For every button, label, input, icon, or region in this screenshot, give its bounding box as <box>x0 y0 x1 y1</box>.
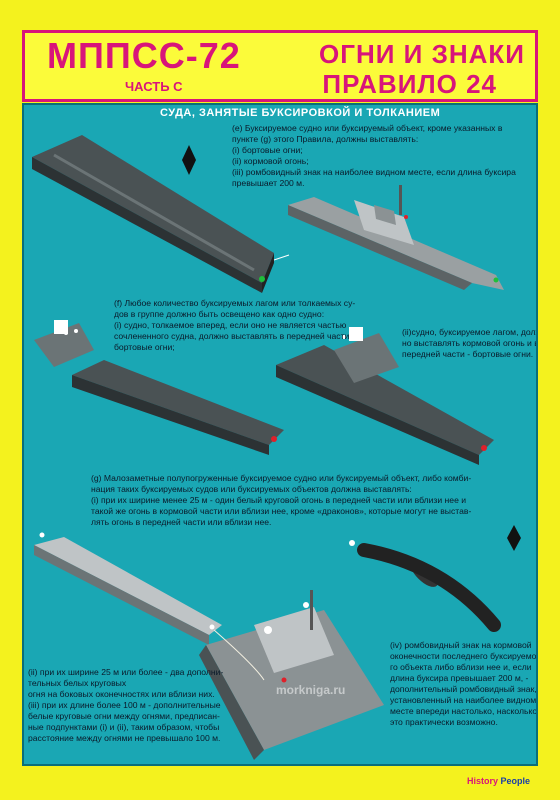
text-line: (ii)судно, буксируемое лагом, долж- <box>402 327 538 337</box>
text-line: месте впереди настолько, насколько <box>390 706 538 716</box>
text-line: сочлененного судна, должно выставлять в … <box>114 331 350 341</box>
dracone-object <box>349 540 501 632</box>
text-line: ные подпунктами (i) и (ii), таким образо… <box>28 722 220 732</box>
rule-24-g-text: (g) Малозаметные полупогруженные буксиру… <box>91 473 471 528</box>
text-line: но выставлять кормовой огонь и в <box>402 338 538 348</box>
text-line: (i) бортовые огни; <box>232 145 303 155</box>
page-title: МППСС-72 <box>47 35 241 76</box>
rule-24-g-iv-text: (iv) ромбовидный знак на кормовой оконеч… <box>390 640 538 728</box>
pushed-barge-group-1 <box>34 320 284 455</box>
text-line: огня на боковых оконечностях или вблизи … <box>28 689 215 699</box>
text-line: оконечности последнего буксируемо- <box>390 651 538 661</box>
text-line: такой же огонь в кормовой части или вбли… <box>91 506 472 516</box>
text-line: (iv) ромбовидный знак на кормовой <box>390 640 532 650</box>
part-label: ЧАСТЬ С <box>125 79 183 94</box>
pushed-barge-group-2 <box>276 327 494 465</box>
text-line: белые круговые огни между огнями, предпи… <box>28 711 220 721</box>
rule-title-line1: ОГНИ И ЗНАКИ <box>319 39 525 69</box>
header: МППСС-72 ЧАСТЬ С ОГНИ И ЗНАКИ ПРАВИЛО 24 <box>22 30 538 102</box>
text-line: превышает 200 м. <box>232 178 305 188</box>
diamond-shape-icon-2 <box>507 525 521 551</box>
rule-24-e-text: (е) Буксируемое судно или буксируемый об… <box>232 123 516 189</box>
text-line: нация таких буксируемых судов или буксир… <box>91 484 412 494</box>
text-line: (ii) при их ширине 25 м или более - два … <box>28 667 224 677</box>
text-line: (g) Малозаметные полупогруженные буксиру… <box>91 473 472 483</box>
text-line: (i) судно, толкаемое вперед, если оно не… <box>114 320 347 330</box>
text-line: тельных белых круговых <box>28 678 127 688</box>
rule-24-g-ii-iii-text: (ii) при их ширине 25 м или более - два … <box>28 667 223 744</box>
tug-ship-2 <box>199 590 384 760</box>
semi-submerged-barge <box>34 532 222 645</box>
text-line: (i) при их ширине менее 25 м - один белы… <box>91 495 467 505</box>
section-heading: СУДА, ЗАНЯТЫЕ БУКСИРОВКОЙ И ТОЛКАНИЕМ <box>160 107 441 119</box>
text-line: это практически возможно. <box>390 717 498 727</box>
footer: History People <box>22 768 538 796</box>
text-line: лять огонь в передней части или вблизи н… <box>91 517 272 527</box>
tug-ship-1 <box>288 185 504 290</box>
text-line: передней части - бортовые огни. <box>402 349 534 359</box>
text-line: (iii) при их длине более 100 м - дополни… <box>28 700 221 710</box>
text-line: дополнительный ромбовидный знак, <box>390 684 537 694</box>
text-line: дов в группе должно быть освещено как од… <box>114 309 325 319</box>
text-line: (iii) ромбовидный знак на наиболее видно… <box>232 167 516 177</box>
text-line: длина буксира превышает 200 м, - <box>390 673 529 683</box>
text-line: го объекта либо вблизи нее и, если <box>390 662 532 672</box>
vessels-illustration <box>32 135 521 760</box>
text-line: пункте (g) этого Правила, должны выставл… <box>232 134 419 144</box>
text-line: (ii) кормовой огонь; <box>232 156 309 166</box>
rule-title-line2: ПРАВИЛО 24 <box>322 69 497 99</box>
text-line: (f) Любое количество буксируемых лагом и… <box>114 298 356 308</box>
illustration-panel: СУДА, ЗАНЯТЫЕ БУКСИРОВКОЙ И ТОЛКАНИЕМ <box>22 103 538 766</box>
diamond-shape-icon <box>182 145 196 175</box>
text-line: расстояние между огнями не превышало 100… <box>28 733 221 743</box>
rule-24-f-ii-text: (ii)судно, буксируемое лагом, долж- но в… <box>402 327 538 360</box>
watermark: morkniga.ru <box>276 683 346 697</box>
rule-24-f-text: (f) Любое количество буксируемых лагом и… <box>114 298 355 353</box>
brand-part-a: History <box>467 776 499 786</box>
text-line: бортовые огни; <box>114 342 175 352</box>
publisher-logo: History People <box>467 776 530 786</box>
text-line: (е) Буксируемое судно или буксируемый об… <box>232 123 503 133</box>
text-line: установленный на наиболее видном <box>390 695 537 705</box>
barge-towed-1 <box>32 135 290 293</box>
brand-part-b: People <box>500 776 531 786</box>
